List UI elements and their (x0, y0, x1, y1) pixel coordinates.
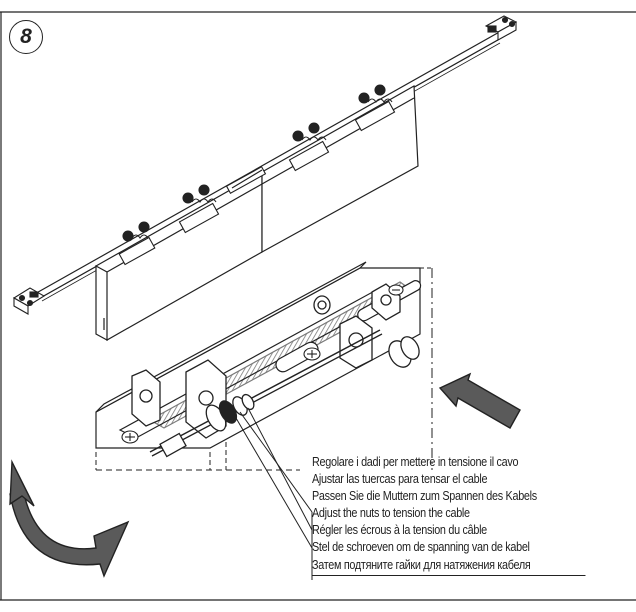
end-bracket-right (484, 15, 518, 41)
instruction-ru: Затем подтяните гайки для натяжения кабе… (312, 557, 586, 576)
instruction-caption: Regolare i dadi per mettere in tensione … (312, 454, 630, 576)
screw-heads (121, 284, 404, 444)
trolley-4 (354, 84, 396, 132)
instruction-fr: Régler les écrous à la tension du câble (312, 523, 487, 538)
instruction-it: Regolare i dadi per mettere in tensione … (312, 455, 519, 469)
instruction-en: Adjust the nuts to tension the cable (312, 506, 470, 521)
door-panel-right (261, 84, 419, 254)
step-number: 8 (20, 25, 32, 48)
step-number-badge: 8 (9, 20, 43, 54)
end-bracket-left (12, 287, 46, 315)
trolley-3 (288, 122, 330, 172)
track-cable (23, 25, 513, 307)
instruction-nl: Stel de schroeven om de spanning van de … (312, 540, 530, 555)
center-coupler (225, 166, 267, 194)
tension-nuts (149, 295, 420, 458)
instruction-es: Ajustar las tuercas para tensar el cable (312, 472, 488, 487)
rotate-arrow-icon (9, 459, 130, 578)
trolley-1 (118, 221, 156, 266)
instruction-de: Passen Sie die Muttern zum Spannen des K… (312, 489, 537, 504)
leader-lines (235, 407, 313, 580)
push-arrow-icon (438, 372, 521, 429)
trolley-2 (178, 184, 220, 234)
